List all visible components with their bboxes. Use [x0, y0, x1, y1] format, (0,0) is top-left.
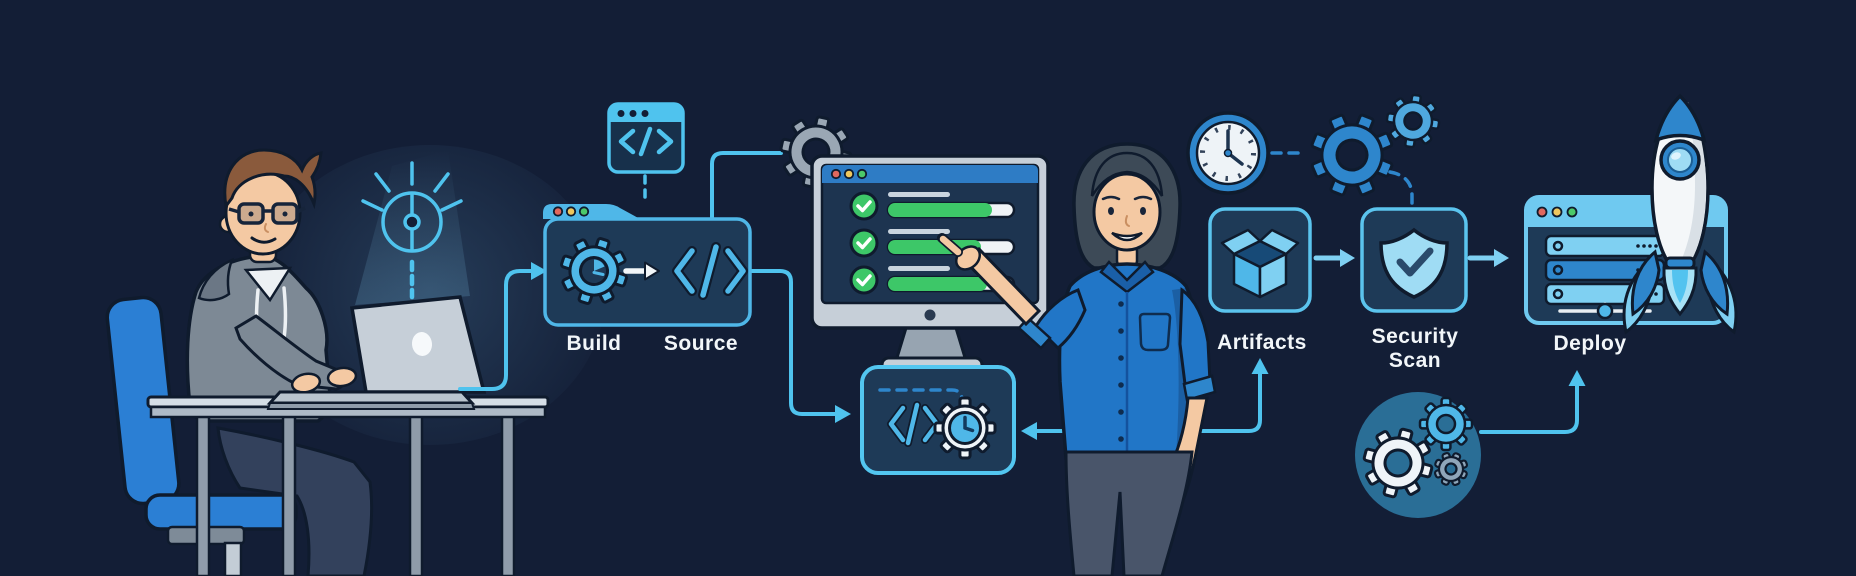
gears-icon — [1310, 93, 1441, 197]
clock-icon — [1186, 111, 1270, 195]
pointing-hand — [937, 233, 982, 271]
connector-gears-deploy — [1479, 370, 1586, 434]
shirt-pocket — [1138, 312, 1172, 352]
developer-scene — [105, 148, 550, 576]
traffic-light-dots — [552, 206, 590, 217]
connector-reviewer-artifacts — [1176, 358, 1269, 433]
build-source-box — [543, 204, 752, 327]
reviewer-person — [937, 142, 1217, 576]
commit-idea-icon — [361, 161, 463, 300]
desk — [146, 395, 550, 576]
reviewer-face — [1092, 172, 1162, 252]
hand — [326, 366, 358, 388]
connector-build-merge — [748, 269, 851, 423]
gears-circle-icon — [1355, 392, 1481, 518]
code-window-icon — [607, 102, 685, 174]
code-icon — [672, 242, 748, 300]
developer-head — [218, 148, 323, 264]
dashed-gears-security — [1388, 170, 1414, 209]
traffic-light-dots — [1536, 206, 1578, 218]
smile — [250, 236, 277, 244]
laptop — [266, 295, 487, 410]
stage-label-source: Source — [664, 332, 738, 355]
laptop-logo — [411, 332, 433, 356]
developer-hair — [223, 148, 323, 210]
reviewer-pants — [1064, 450, 1194, 576]
traffic-light-dots — [830, 168, 868, 180]
connector-build-monitor — [710, 151, 783, 221]
window-dots — [617, 110, 649, 117]
rocket-icon — [1622, 93, 1738, 335]
stage-label-scan: Scan — [1389, 349, 1441, 372]
hood — [197, 257, 235, 302]
code-icon — [618, 126, 674, 157]
artifacts-box — [1208, 207, 1312, 313]
security-scan-box — [1360, 207, 1468, 313]
webcam-dot — [924, 309, 936, 321]
reviewer-smile — [1111, 231, 1143, 242]
package-box-icon — [1220, 228, 1300, 299]
collar — [1099, 260, 1155, 294]
stage-label-deploy: Deploy — [1553, 332, 1626, 355]
tee-shirt — [243, 266, 293, 303]
connector-laptop-build — [458, 262, 547, 391]
hand — [290, 372, 322, 394]
shirt-buttons — [1118, 301, 1124, 442]
monitor-stand-neck — [893, 326, 969, 363]
stage-label-artifacts: Artifacts — [1217, 331, 1307, 354]
stage-label-security: Security — [1372, 325, 1459, 348]
arrow-security-deploy — [1467, 249, 1509, 267]
checklist-row — [849, 191, 1016, 221]
reviewer-fringe — [1090, 151, 1164, 197]
schedule-code-icon — [860, 365, 1016, 475]
arrow-artifacts-security — [1313, 249, 1355, 267]
gear-pie-wedge — [594, 259, 605, 271]
white-arrow-icon — [623, 261, 660, 281]
stage-label-build: Build — [567, 332, 622, 355]
